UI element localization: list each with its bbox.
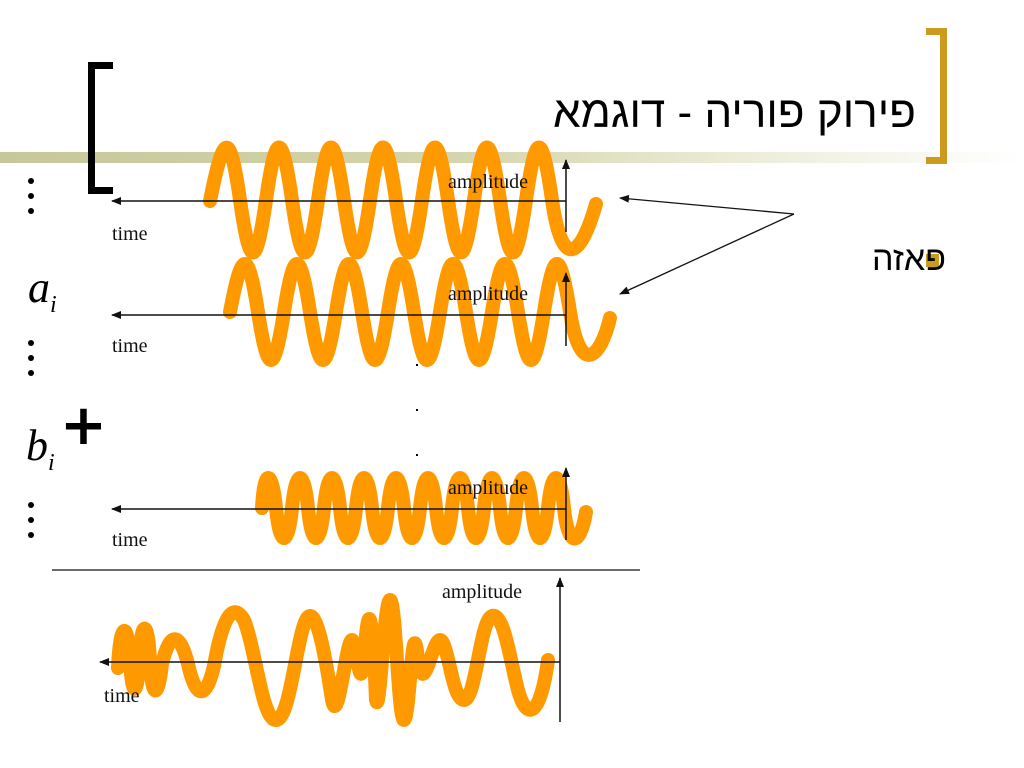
plus-sign: + — [60, 393, 107, 458]
wave-component-1: amplitude time — [111, 140, 603, 260]
symbol-b-i: bi — [26, 420, 55, 477]
time-label-1: time — [112, 223, 148, 245]
vertical-ellipsis-middle — [28, 340, 36, 385]
vertical-ellipsis-bottom — [28, 502, 36, 547]
symbol-a-subscript: i — [50, 291, 57, 318]
title-underline — [0, 152, 1024, 163]
amplitude-label-2: amplitude — [448, 283, 528, 305]
ellipsis-dot — [416, 409, 418, 411]
symbol-b: b — [26, 421, 48, 470]
amplitude-label-sum: amplitude — [442, 581, 522, 603]
time-label-3: time — [112, 529, 148, 551]
ellipsis-dot — [416, 454, 418, 456]
phase-arrow-2 — [619, 213, 795, 295]
time-label-sum: time — [104, 685, 140, 707]
ellipsis-dot — [416, 364, 418, 366]
wave-component-3: amplitude time — [111, 467, 593, 551]
wave-path-3 — [255, 471, 593, 546]
wave-path-1 — [203, 140, 603, 260]
left-bracket-decoration — [88, 62, 113, 194]
symbol-a: a — [28, 263, 50, 312]
vertical-ellipsis-top — [28, 178, 36, 223]
wave-sum: amplitude time — [99, 577, 564, 728]
symbol-b-subscript: i — [48, 449, 55, 476]
right-bracket-decoration — [926, 28, 947, 164]
bullet-text-phase: פאזה — [872, 240, 946, 278]
bullet-square-icon — [926, 254, 939, 267]
slide-title: פירוק פוריה - דוגמא — [553, 88, 916, 137]
wave-component-2: amplitude time — [111, 257, 617, 367]
wave-path-2 — [223, 257, 617, 367]
phase-arrows — [619, 194, 795, 295]
symbol-a-i: ai — [28, 262, 57, 319]
amplitude-label-3: amplitude — [448, 477, 528, 499]
wave-path-sum — [111, 592, 555, 728]
time-label-2: time — [112, 335, 148, 357]
phase-arrow-1 — [619, 194, 795, 215]
amplitude-label-1: amplitude — [448, 171, 528, 193]
